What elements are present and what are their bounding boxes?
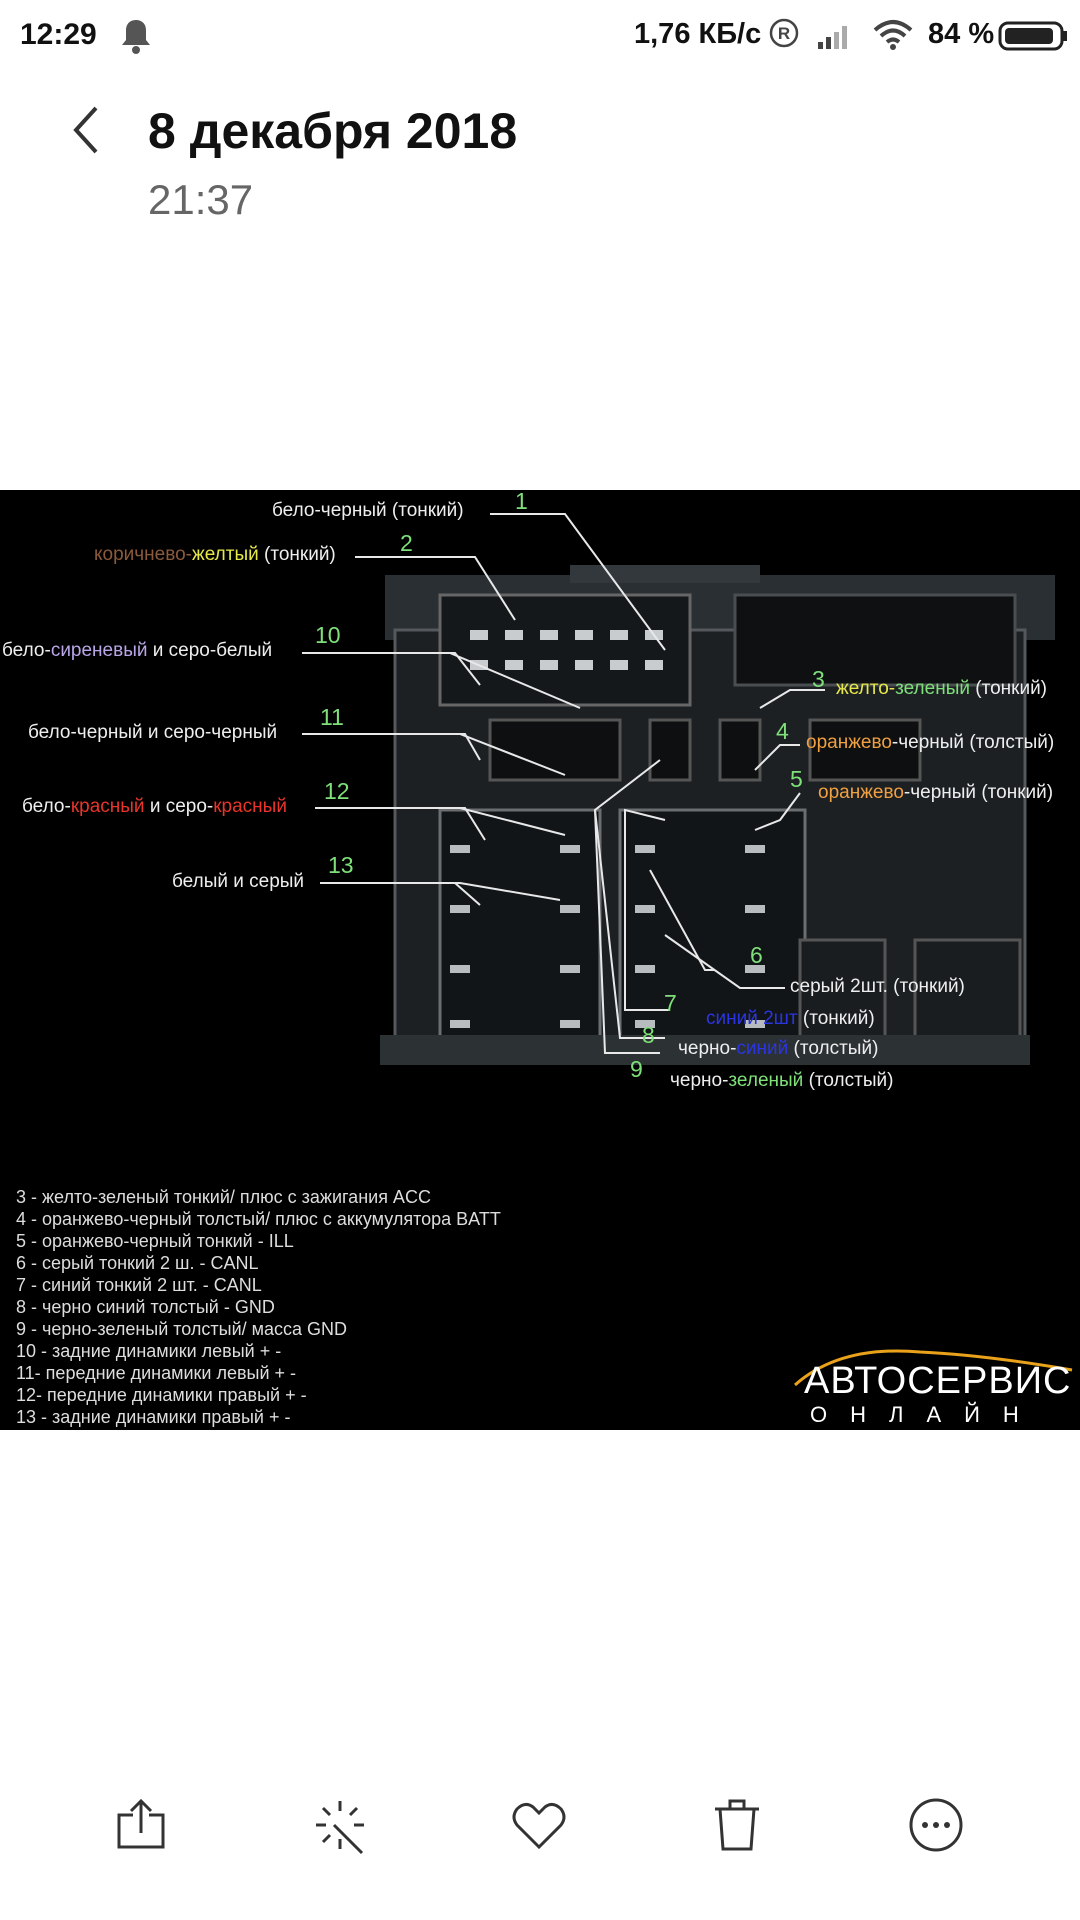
wire-label-1: бело-черный (тонкий) (272, 500, 464, 521)
pin-number-13: 13 (328, 852, 354, 878)
wire-label-12: бело-красный и серо-красный (22, 796, 287, 817)
connector-drawing (302, 513, 1073, 1387)
wire-label-10: бело-сиреневый и серо-белый (2, 640, 273, 661)
pin-number-12: 12 (324, 778, 350, 804)
connector-pinout-photo[interactable]: бело-черный (тонкий) коричнево-желтый (т… (0, 490, 1080, 1430)
battery-level: 84 % (928, 18, 995, 50)
wifi-icon (873, 20, 913, 50)
pin-number-6: 6 (750, 942, 763, 968)
legend-line: 3 - желто-зеленый тонкий/ плюс с зажиган… (16, 1187, 431, 1207)
pin-number-8: 8 (642, 1022, 655, 1048)
legend-line: 4 - оранжево-черный толстый/ плюс с акку… (16, 1209, 501, 1229)
notification-bell-icon (122, 20, 150, 54)
pin-number-11: 11 (320, 704, 344, 730)
legend-line: 11- передние динамики левый + - (16, 1363, 297, 1383)
pin-number-3: 3 (812, 666, 825, 692)
signal-icon (818, 26, 847, 49)
pin-number-7: 7 (664, 990, 677, 1016)
pin-number-5: 5 (790, 766, 803, 792)
legend-line: 10 - задние динамики левый + - (16, 1341, 282, 1361)
battery-icon (998, 21, 1067, 51)
wire-label-5: оранжево-черный (тонкий) (818, 782, 1054, 803)
legend-line: 7 - синий тонкий 2 шт. - CANL (16, 1275, 262, 1295)
wire-label-13: белый и серый (172, 871, 305, 892)
status-time: 12:29 (20, 18, 97, 51)
pin-number-4: 4 (776, 718, 789, 744)
legend-line: 12- передние динамики правый + - (16, 1385, 307, 1405)
photo-date: 8 декабря 2018 (148, 103, 518, 159)
legend-line: 6 - серый тонкий 2 ш. - CANL (16, 1253, 259, 1273)
pin-number-9: 9 (630, 1056, 643, 1082)
status-bar: 12:29 1,76 КБ/с R 84 % (0, 0, 1080, 76)
pinout-legend: 3 - желто-зеленый тонкий/ плюс с зажиган… (16, 1186, 501, 1428)
legend-line: 9 - черно-зеленый толстый/ масса GND (16, 1319, 348, 1339)
pin-number-2: 2 (400, 530, 413, 556)
favorite-icon[interactable] (509, 1795, 569, 1855)
network-speed: 1,76 КБ/с (634, 18, 762, 50)
legend-line: 8 - черно синий толстый - GND (16, 1297, 275, 1317)
brand-logo-text: АВТОСЕРВИС (804, 1360, 1072, 1402)
wire-label-6: серый 2шт. (тонкий) (790, 976, 965, 997)
share-icon[interactable] (111, 1795, 171, 1855)
wire-label-4: оранжево-черный (толстый) (806, 732, 1055, 753)
magic-edit-icon[interactable] (310, 1795, 370, 1855)
registered-icon: R (769, 18, 799, 48)
back-arrow-icon[interactable] (66, 100, 106, 160)
pin-number-1: 1 (515, 490, 528, 514)
wire-label-9: черно-зеленый (толстый) (670, 1070, 894, 1091)
wire-label-2: коричнево-желтый (тонкий) (94, 544, 336, 565)
more-icon[interactable] (906, 1795, 966, 1855)
delete-icon[interactable] (707, 1795, 767, 1855)
pin-number-10: 10 (315, 622, 341, 648)
wire-label-7: синий 2шт (тонкий) (706, 1008, 875, 1029)
wire-label-8: черно-синий (толстый) (678, 1038, 879, 1059)
legend-line: 5 - оранжево-черный тонкий - ILL (16, 1231, 294, 1251)
photo-time: 21:37 (148, 176, 254, 223)
wire-label-11: бело-черный и серо-черный (28, 722, 278, 743)
brand-logo-subtext: ОНЛАЙН (810, 1402, 1042, 1427)
wire-label-3: желто-зеленый (тонкий) (836, 678, 1048, 699)
svg-text:R: R (778, 24, 790, 43)
legend-line: 13 - задние динамики правый + - (16, 1407, 291, 1427)
